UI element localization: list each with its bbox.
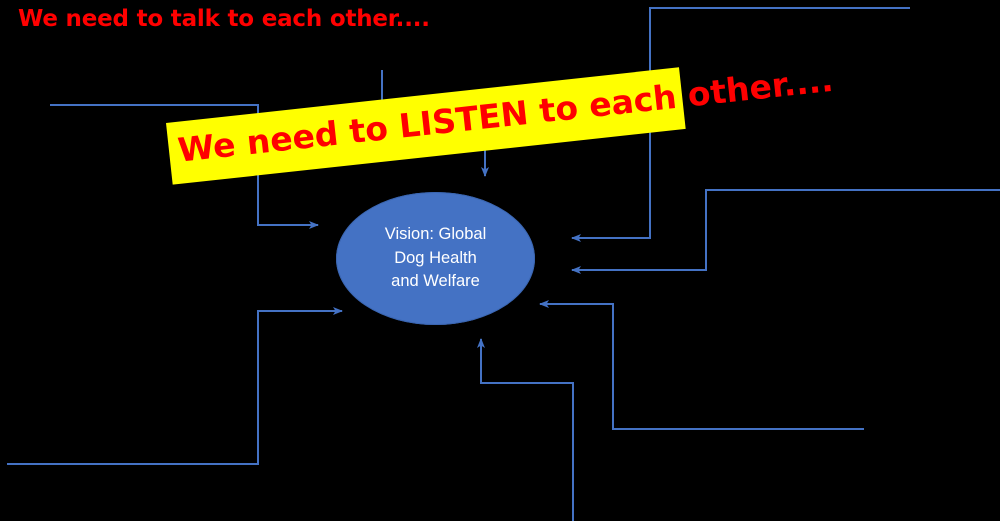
- connector-bottom-right-to-center: [539, 300, 864, 430]
- vision-label-line-2: Dog Health: [394, 248, 477, 267]
- vision-node-label: Vision: Global Dog Health and Welfare: [336, 192, 535, 325]
- vision-label-line-3: and Welfare: [391, 272, 480, 291]
- connector-bottom-center-to-center: [477, 338, 574, 521]
- page-title: We need to talk to each other....: [18, 6, 430, 32]
- vision-node: Vision: Global Dog Health and Welfare: [336, 192, 535, 325]
- connector-right-to-center: [571, 189, 1000, 274]
- vision-label-line-1: Vision: Global: [384, 225, 487, 244]
- connector-bottom-left-to-center: [7, 307, 343, 465]
